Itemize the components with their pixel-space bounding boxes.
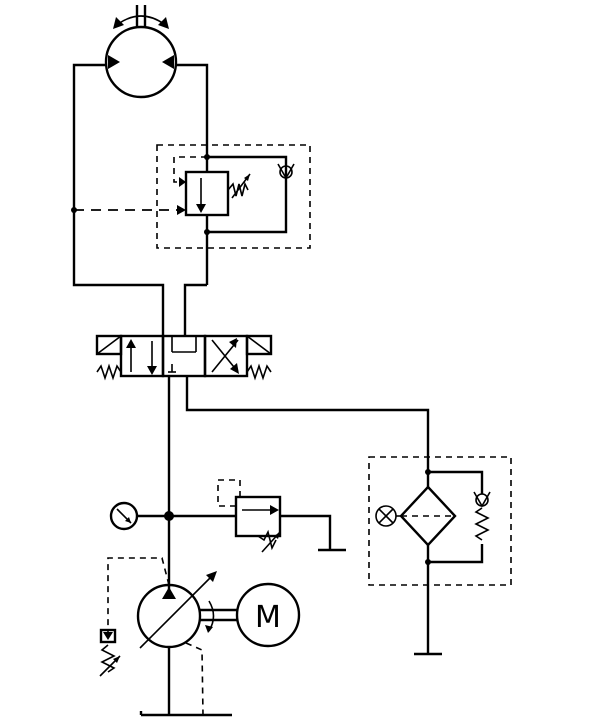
electric-motor: M [200, 582, 301, 648]
pressure-gauge [109, 501, 139, 531]
variable-pump [99, 557, 232, 717]
hydraulic-motor [104, 5, 178, 99]
pressure-and-return-lines [136, 376, 430, 590]
return-filter [368, 456, 512, 656]
counterbalance-valve [71, 144, 311, 249]
electric-motor-label: M [255, 600, 281, 635]
directional-valve [95, 334, 273, 381]
motor-lines [72, 63, 209, 336]
relief-valve [217, 479, 346, 553]
